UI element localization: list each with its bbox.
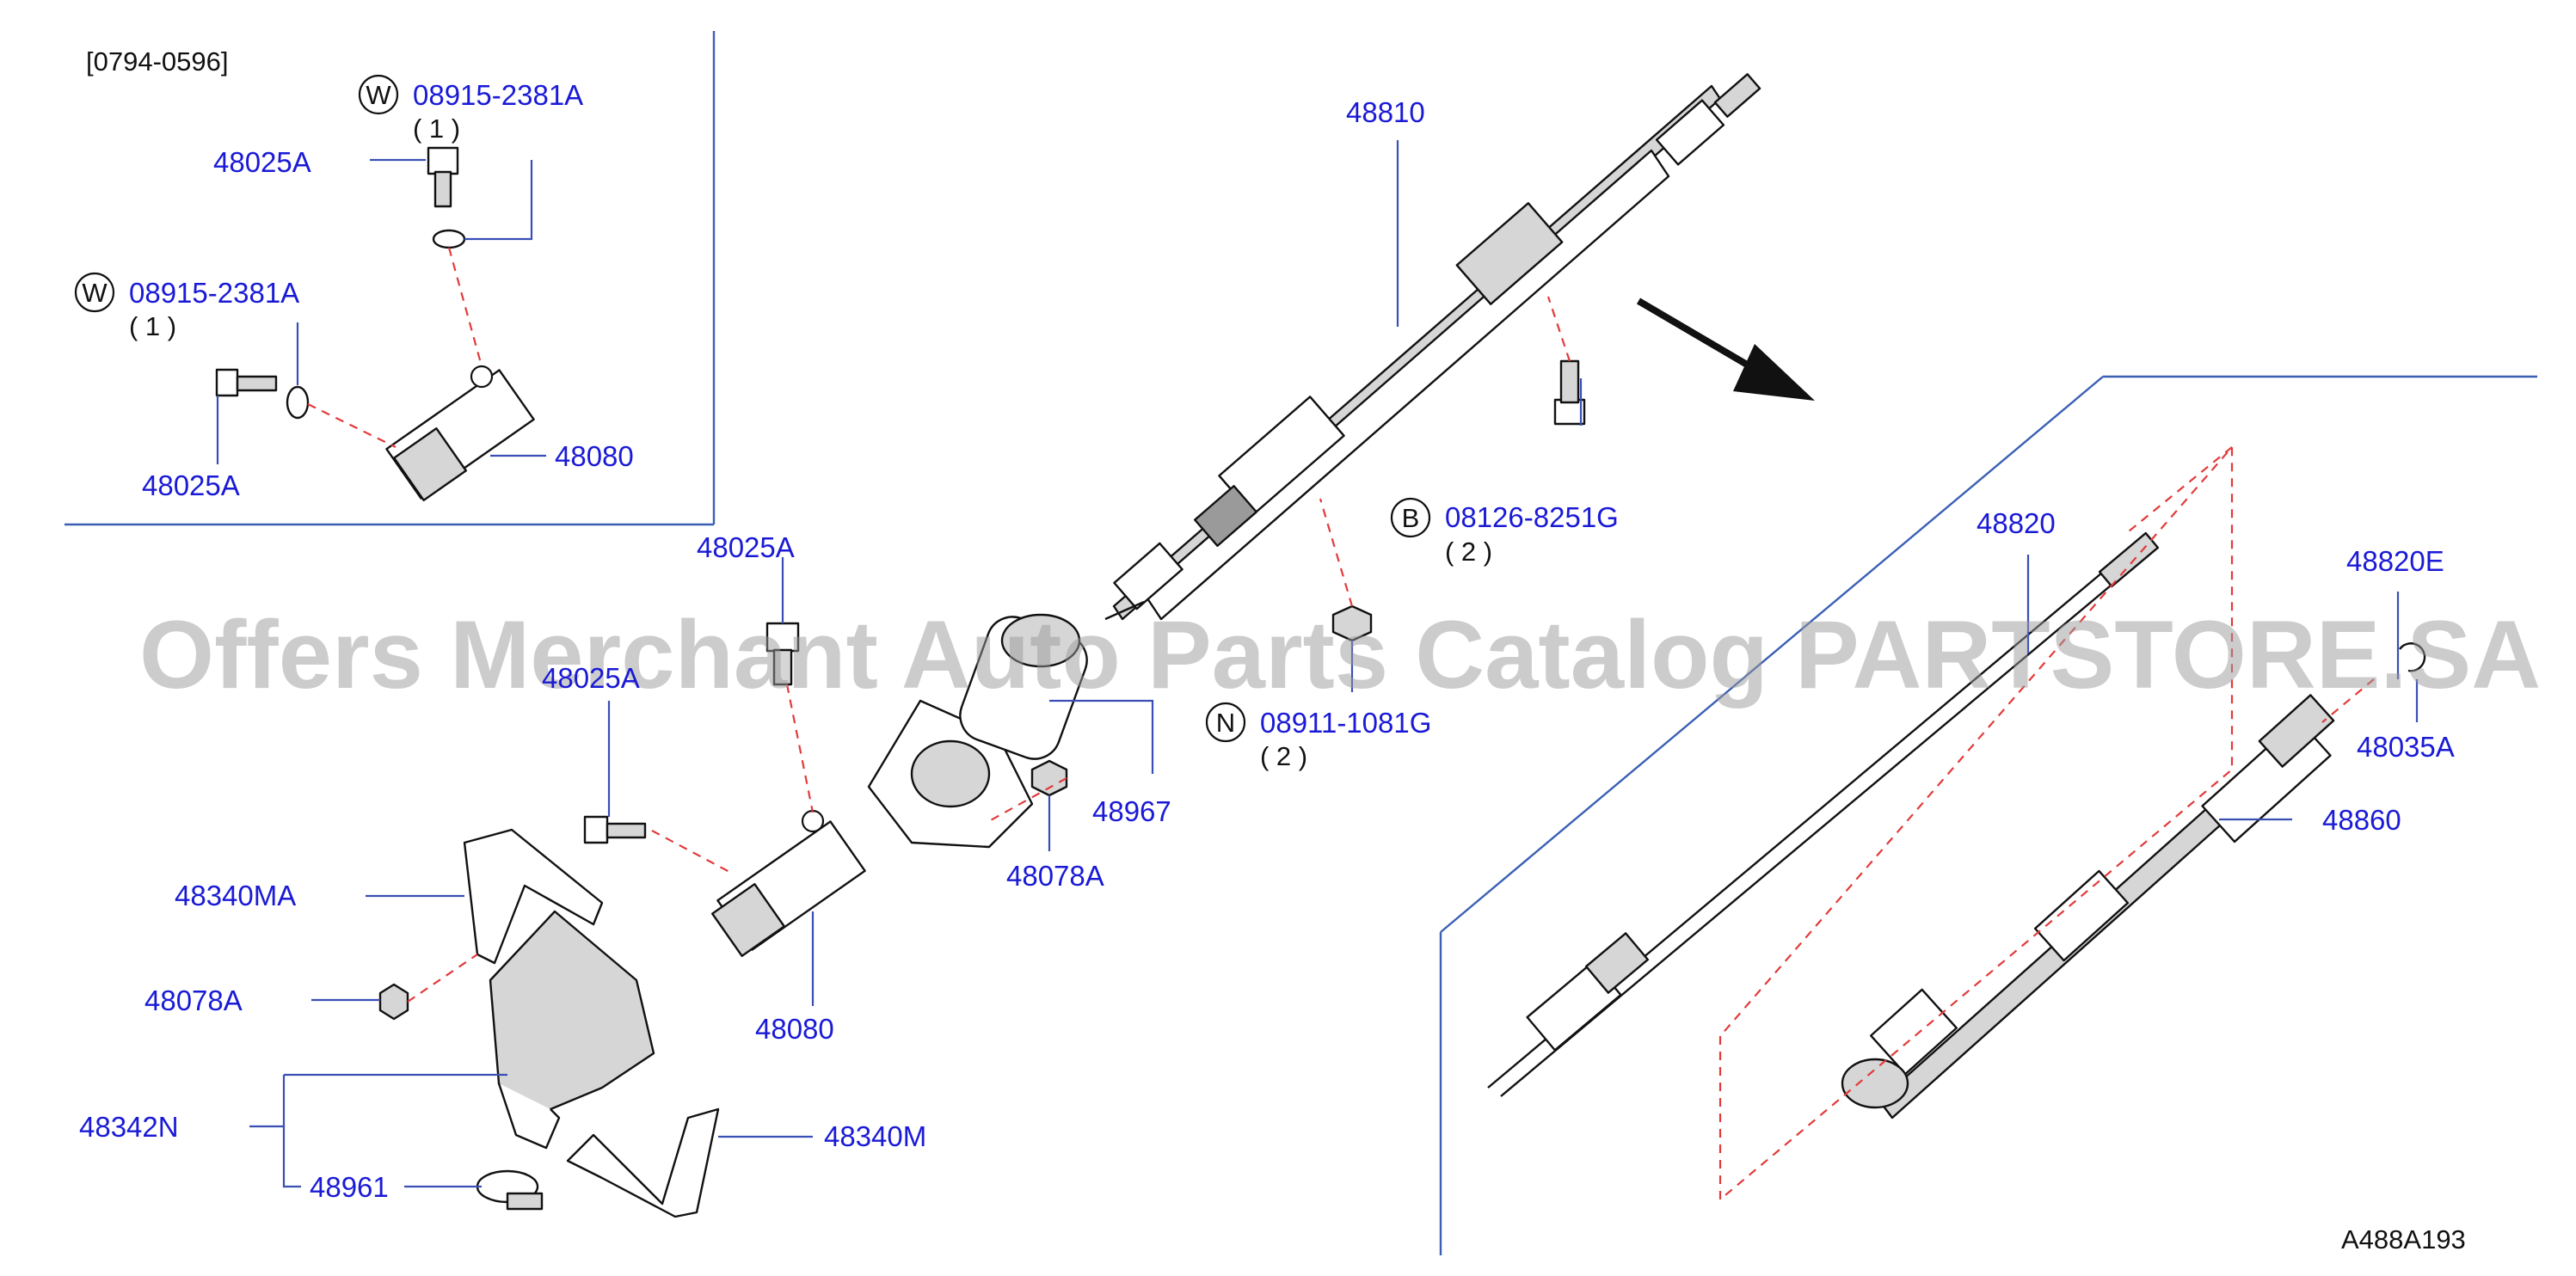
label-bolt-top: 48025A bbox=[213, 146, 311, 178]
label-column-lower: 48820 bbox=[1977, 507, 2056, 539]
bolt-symbol: B bbox=[1390, 497, 1431, 538]
mid-bolt-upper bbox=[765, 622, 800, 686]
label-nut-left: 48078A bbox=[144, 985, 243, 1016]
label-nut-n-code: 08911-1081G bbox=[1260, 707, 1431, 739]
svg-text:W: W bbox=[82, 278, 108, 308]
svg-text:N: N bbox=[1216, 708, 1235, 738]
lower-column-48820 bbox=[1487, 531, 2160, 1097]
label-washer-qty-left: ( 1 ) bbox=[129, 311, 176, 341]
label-bolt-left: 48025A bbox=[142, 469, 240, 501]
lower-right-frame bbox=[1439, 375, 2537, 1255]
clamp-48961 bbox=[476, 1169, 544, 1211]
label-bolt-mid: 48025A bbox=[697, 531, 795, 563]
inset-frame bbox=[65, 31, 716, 526]
nut-symbol: N bbox=[1205, 702, 1246, 743]
label-boot: 48342N bbox=[79, 1111, 179, 1143]
upper-column-48810 bbox=[1104, 73, 1761, 621]
snap-ring-48035A bbox=[2399, 642, 2426, 672]
leader-lines bbox=[216, 140, 2419, 1188]
nut-48078A-mid bbox=[1030, 759, 1068, 797]
label-washer-code-left: 08915-2381A bbox=[129, 277, 299, 309]
inset-joint-48080 bbox=[385, 365, 535, 501]
assembly-dash-lines bbox=[307, 247, 2375, 1202]
washer-symbol-top: W bbox=[358, 74, 399, 115]
label-column-assy: 48860 bbox=[2322, 804, 2401, 836]
cover-48340MA bbox=[463, 828, 604, 965]
mid-joint-48080 bbox=[711, 809, 866, 957]
cover-48340M bbox=[566, 1107, 720, 1218]
label-clamp: 48961 bbox=[310, 1171, 389, 1203]
label-bolt-partial: 48025A bbox=[542, 662, 640, 694]
inset-washer-top bbox=[432, 229, 466, 249]
inset-bolt-top bbox=[427, 146, 459, 208]
label-shaft-end: 48820E bbox=[2346, 545, 2444, 577]
label-nut-n-qty: ( 2 ) bbox=[1260, 741, 1307, 771]
washer-symbol-left: W bbox=[74, 272, 115, 313]
bearing-housing-48967 bbox=[867, 613, 1088, 849]
label-column-upper: 48810 bbox=[1346, 96, 1425, 128]
label-bearing-housing: 48967 bbox=[1092, 795, 1171, 827]
label-joint-main: 48080 bbox=[755, 1013, 834, 1045]
label-washer-qty-top: ( 1 ) bbox=[413, 113, 460, 144]
watermark: Offers Merchant Auto Parts Catalog PARTS… bbox=[139, 601, 2541, 709]
svg-text:W: W bbox=[366, 80, 391, 110]
label-joint-inset: 48080 bbox=[555, 440, 634, 472]
label-nut-mid: 48078A bbox=[1006, 860, 1104, 892]
label-bolt-b-code: 08126-8251G bbox=[1445, 501, 1619, 533]
label-cover-inner: 48340MA bbox=[175, 880, 296, 911]
direction-arrow bbox=[1636, 298, 1815, 401]
mid-bolt-48025A bbox=[583, 815, 647, 844]
inset-bolt-left bbox=[215, 368, 278, 397]
svg-text:B: B bbox=[1402, 503, 1420, 533]
column-assy-48860 bbox=[1841, 694, 2335, 1120]
drawing-code: A488A193 bbox=[2341, 1224, 2466, 1255]
label-cover-outer: 48340M bbox=[824, 1120, 926, 1152]
inset-washer-left bbox=[286, 385, 310, 420]
boot-48342N bbox=[489, 910, 655, 1150]
label-washer-code-top: 08915-2381A bbox=[413, 79, 583, 111]
nut-48078A-left bbox=[378, 983, 409, 1021]
label-bolt-b-qty: ( 2 ) bbox=[1445, 537, 1492, 567]
range-code: [0794-0596] bbox=[86, 46, 228, 77]
label-snap-ring: 48035A bbox=[2357, 731, 2455, 763]
